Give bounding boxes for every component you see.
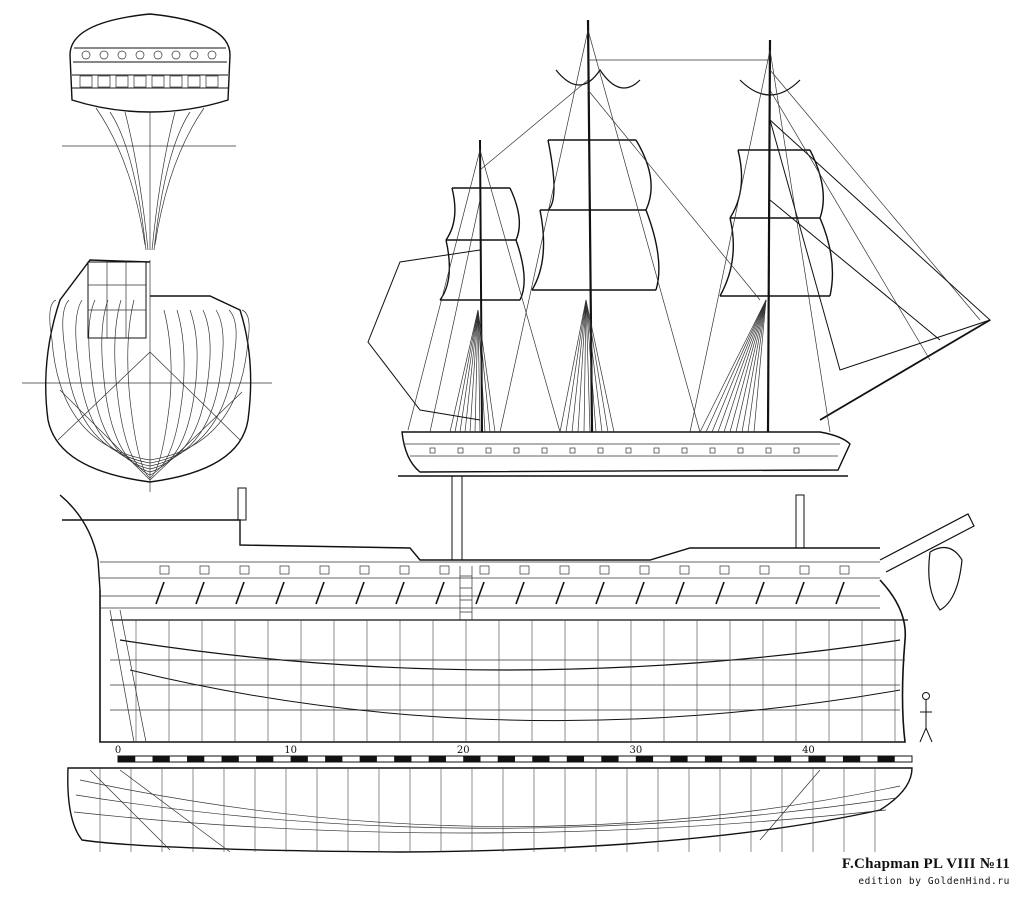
scale-label: 30 [629,745,642,756]
scale-label: 0 [115,745,121,756]
scale-bar: 0 10 20 30 40 [115,745,913,763]
scale-label: 40 [802,745,815,756]
sheer-plan-icon [59,475,975,743]
half-breadth-plan-icon [67,767,913,853]
scale-label: 20 [457,745,470,756]
plate-title: F.Chapman PL VIII №11 [841,856,1010,872]
scale-label: 10 [284,745,297,756]
sail-plan-icon [367,19,991,477]
body-plan-icon [22,259,272,492]
edition-credit: edition by GoldenHind.ru [858,876,1010,887]
stern-view-icon [62,13,236,251]
